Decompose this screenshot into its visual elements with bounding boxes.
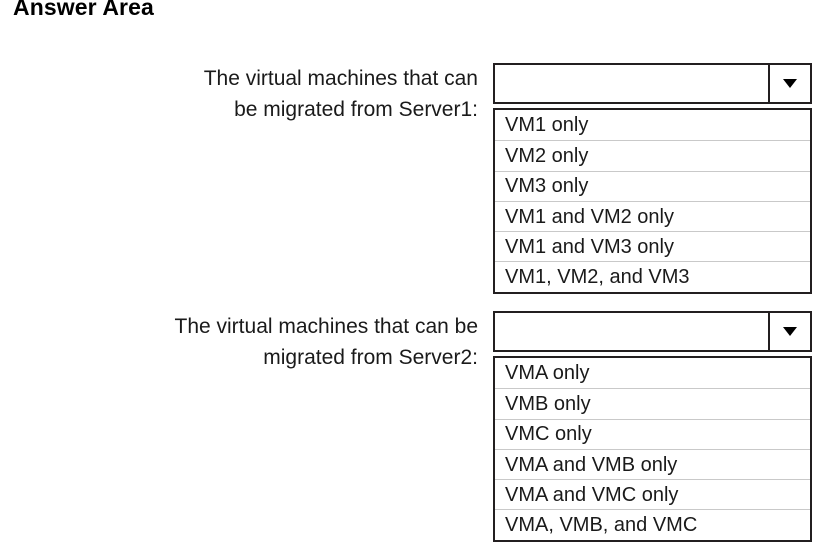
list-item[interactable]: VMA and VMC only [495,479,810,509]
list-item[interactable]: VM3 only [495,170,810,201]
list-item[interactable]: VMA only [505,362,590,385]
list-item[interactable]: VM2 only [495,140,810,170]
page-title: Answer Area [13,0,154,20]
server2-dropdown-option-list: VMA only VMB only VMC only VMA and VMB o… [493,356,812,542]
chevron-down-icon [782,78,798,89]
list-item[interactable]: VM1, VM2, and VM3 [495,261,810,291]
server1-dropdown-option-list: VM1 only VM2 only VM3 only VM1 and VM2 o… [493,108,812,294]
question-label-server1: The virtual machines that can be migrate… [40,63,478,125]
list-item[interactable]: VM1 and VM3 only [495,231,810,261]
server2-dropdown-toggle-button[interactable] [768,313,810,350]
server1-dropdown-toggle-button[interactable] [768,65,810,102]
server2-dropdown-control[interactable] [493,311,812,352]
list-item[interactable]: VMA and VMB only [495,448,810,479]
question-label-server1-line1: The virtual machines that can [203,67,478,90]
server1-dropdown-control[interactable] [493,63,812,104]
chevron-down-icon [782,326,798,337]
question-label-server2-line2: migrated from Server2: [263,346,478,369]
list-item[interactable]: VM1 only [505,114,589,137]
question-label-server1-line2: be migrated from Server1: [234,98,478,121]
list-item[interactable]: VMB only [495,388,810,418]
server2-dropdown: VMA only VMB only VMC only VMA and VMB o… [493,311,812,542]
server1-dropdown: VM1 only VM2 only VM3 only VM1 and VM2 o… [493,63,812,294]
list-item[interactable]: VMC only [495,418,810,449]
list-item[interactable]: VMA, VMB, and VMC [495,509,810,539]
question-label-server2-line1: The virtual machines that can be [174,315,479,338]
list-item[interactable]: VM1 and VM2 only [495,200,810,231]
question-label-server2: The virtual machines that can be migrate… [40,311,479,373]
server2-dropdown-value[interactable] [495,313,768,350]
server1-dropdown-value[interactable] [495,65,768,102]
